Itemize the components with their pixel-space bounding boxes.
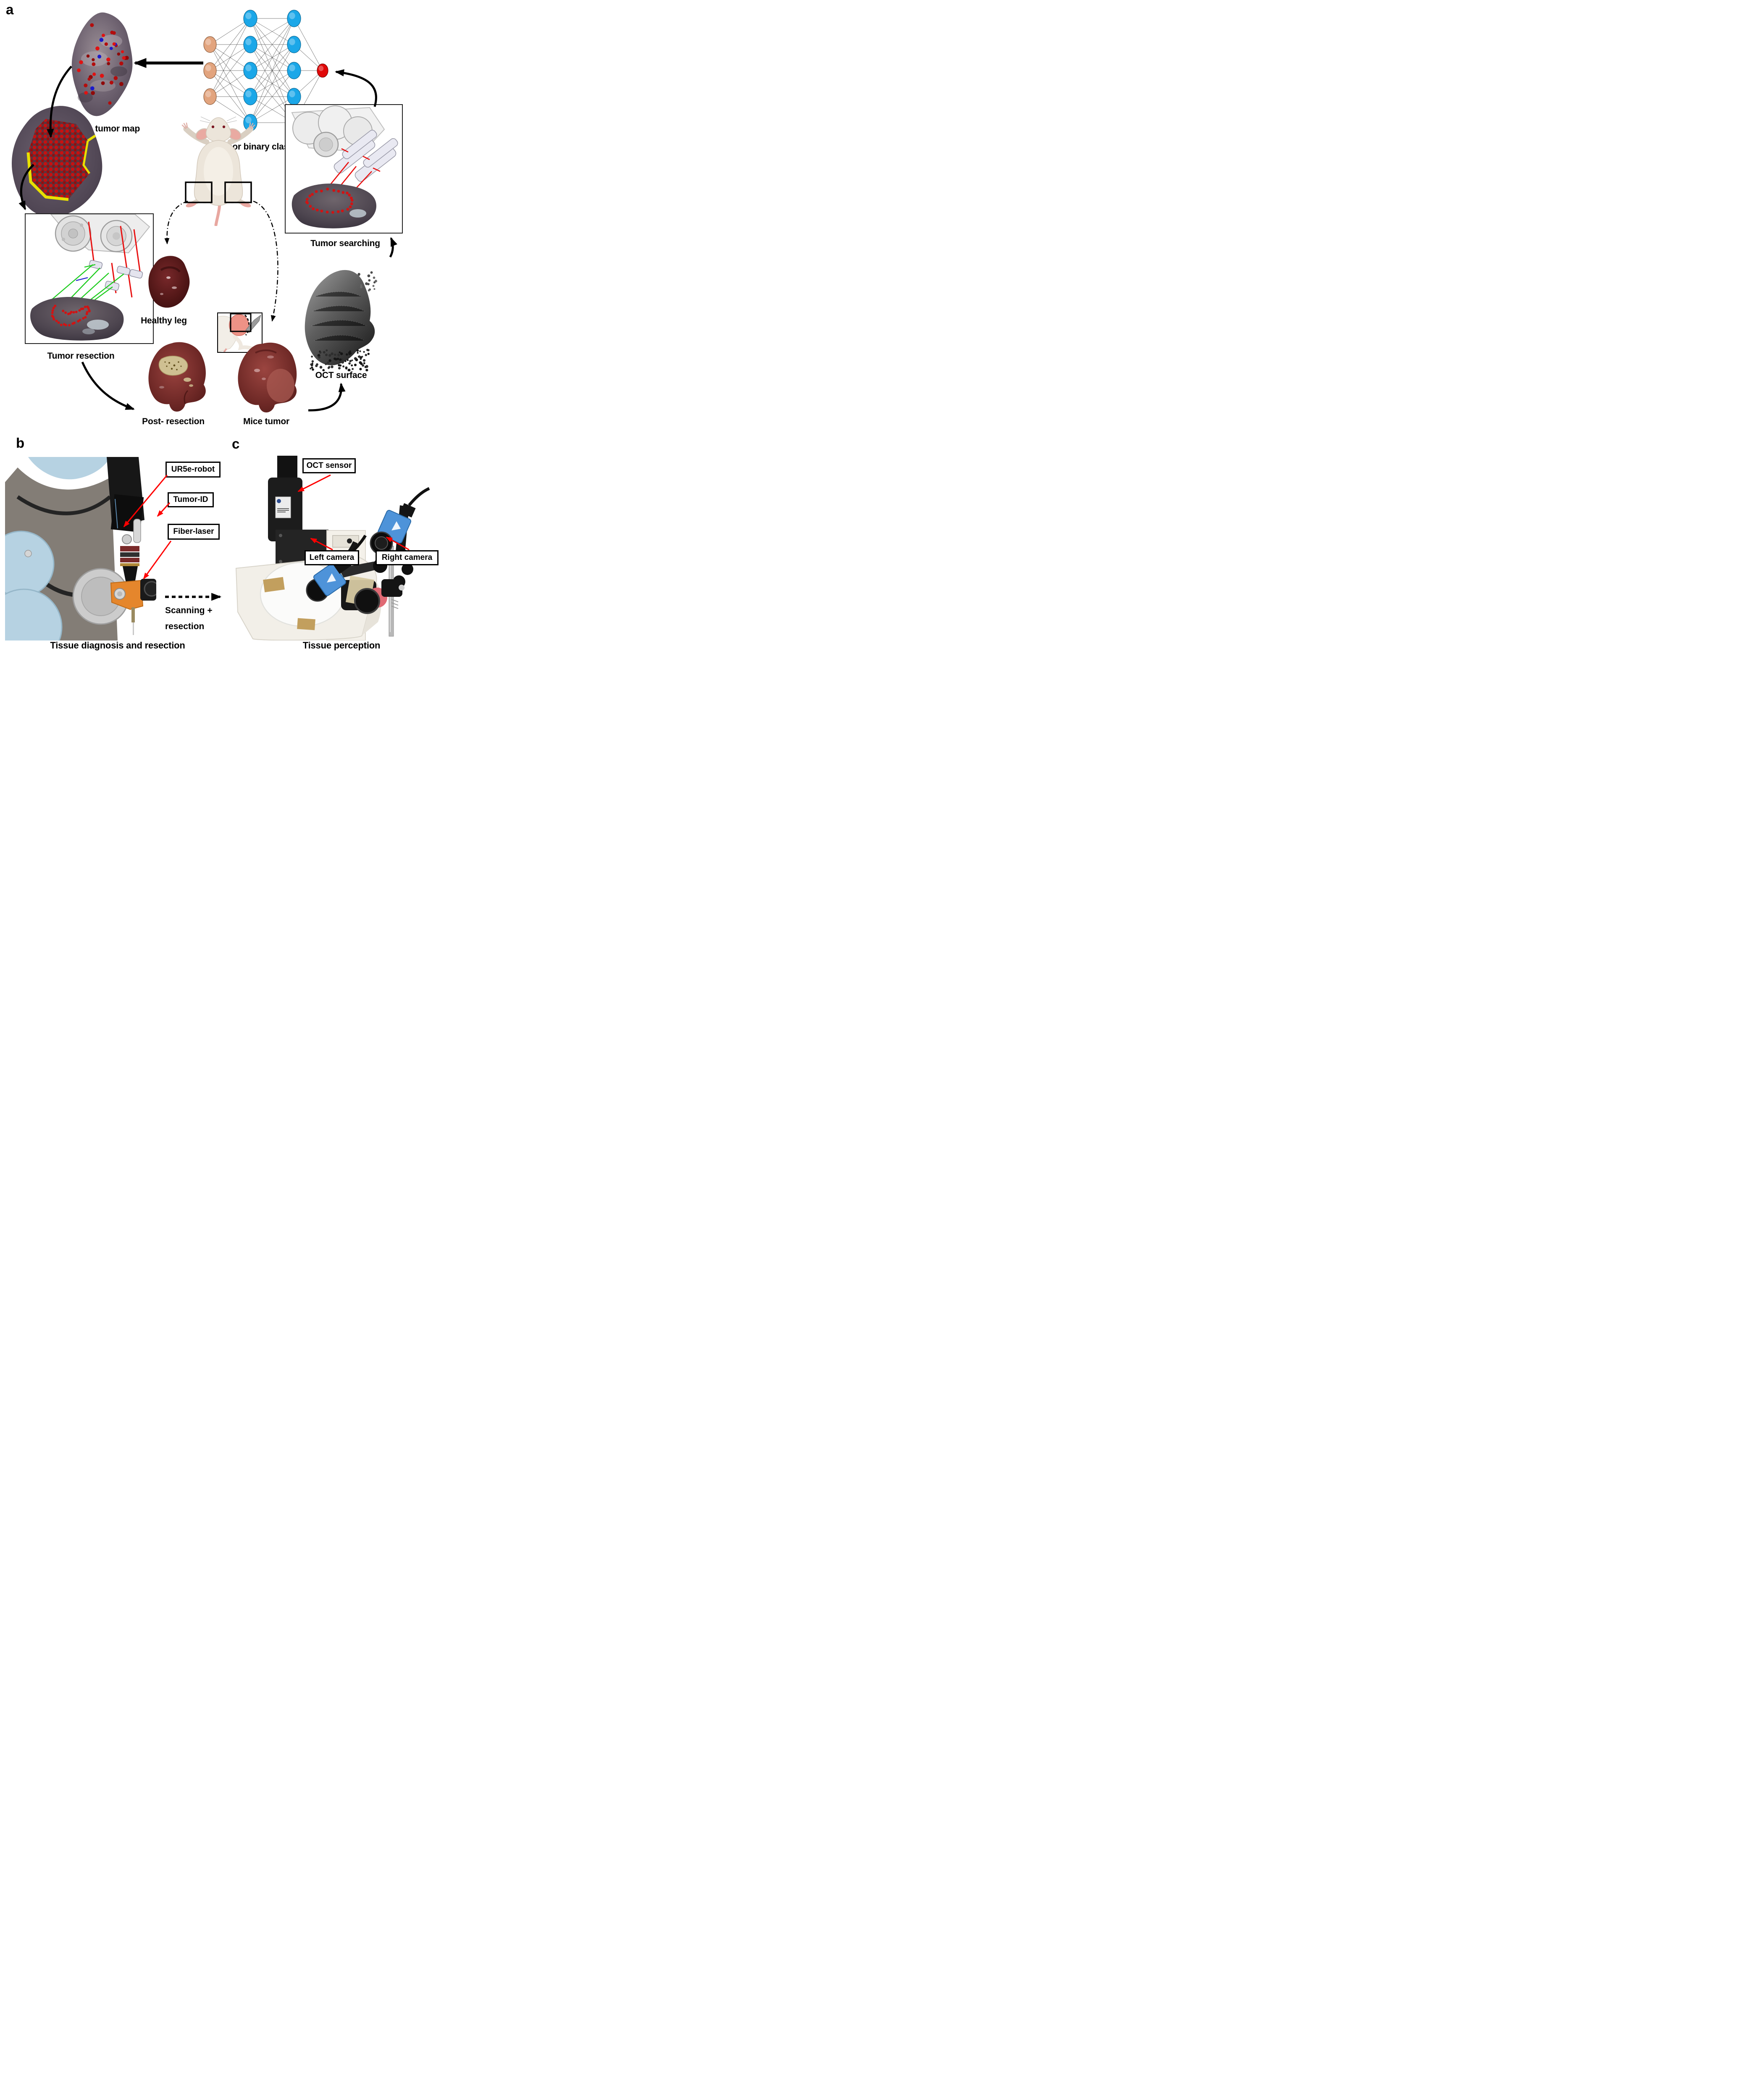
panel-c-caption: Tissue perception: [302, 640, 381, 651]
mice-tumor-photo: [238, 342, 297, 412]
tumor-lobe: [267, 369, 294, 402]
tumor-map-boundary-pointcloud: [11, 106, 102, 217]
rod-clamp: [381, 579, 402, 597]
tumor-region-dots: [28, 119, 89, 200]
fiber-needle: [131, 607, 135, 622]
scanning-resection-label-line1: Scanning +: [165, 606, 213, 615]
robot-blue-base: [5, 588, 63, 640]
tumor-resection-panel: [25, 213, 154, 344]
laser-probes: [334, 129, 398, 182]
tumor-searching-label: Tumor searching: [310, 239, 380, 248]
tumor-blob: [229, 314, 249, 336]
tumor-boundary-points: [51, 304, 91, 327]
robot-blue-cap: [28, 457, 110, 480]
panel-b-letter: b: [16, 435, 25, 451]
healthy-leg-label: Healthy leg: [141, 316, 187, 326]
right-leg-roi-box: [224, 181, 252, 203]
articulated-arm: [339, 562, 379, 578]
tissue-surface: [30, 297, 124, 341]
mouse-illustration: [181, 116, 255, 226]
ur5e-robot-photo: [5, 457, 156, 640]
tumor-resection-render: [30, 214, 150, 341]
inset-zoom-box: [230, 313, 252, 332]
panel-a-letter: a: [6, 2, 14, 17]
oct-surface-pointcloud: [305, 270, 377, 371]
tumor-id-probe: [133, 519, 141, 543]
tumor-ring-points: [305, 187, 354, 214]
oct-surface-label: OCT surface: [315, 370, 367, 380]
mouse-head: [205, 117, 231, 143]
pointcloud-fringe: [310, 271, 377, 371]
panel-c-letter: c: [232, 436, 240, 452]
tissue-blob: [71, 12, 133, 116]
tumor-searching-render: [291, 105, 398, 228]
resection-margin-dashed: [244, 314, 250, 336]
arrow-roi-to-inset: [253, 200, 278, 322]
arrow-mice-to-oct: [308, 383, 346, 412]
callout-left-camera: Left camera: [305, 550, 359, 565]
post-resection-photo: [148, 342, 206, 412]
callout-tumor-id: Tumor-ID: [168, 492, 214, 507]
tumor-searching-panel: [285, 104, 403, 234]
classification-points: [77, 23, 129, 105]
scanning-resection-label-line2: resection: [165, 622, 205, 631]
arrow-resection-to-post: [81, 361, 135, 410]
healthy-leg-photo: [148, 256, 190, 308]
sparse-tumor-map-pointcloud: [71, 12, 133, 116]
fiber-laser-bracket: [110, 580, 144, 610]
panel-b-caption: Tissue diagnosis and resection: [50, 640, 185, 651]
left-leg-roi-box: [185, 181, 213, 203]
figure-page: a Sparse tumor map Tumor binary classifi…: [0, 0, 439, 659]
tissue-perception-photo: [235, 456, 430, 640]
ablated-region: [158, 355, 188, 376]
post-resection-label: Post- resection: [142, 417, 205, 426]
arrow-searching-to-nn: [335, 69, 377, 107]
mouse-paws: [181, 122, 255, 129]
tumor-resection-label: Tumor resection: [47, 351, 115, 361]
callout-fiber-laser: Fiber-laser: [168, 524, 220, 540]
right-camera-cable: [408, 487, 430, 507]
mice-tumor-label: Mice tumor: [243, 417, 289, 426]
callout-right-camera: Right camera: [376, 550, 439, 565]
tool-markers: [89, 260, 143, 291]
callout-oct-sensor: OCT sensor: [302, 458, 356, 473]
callout-ur5e-robot: UR5e-robot: [165, 462, 221, 478]
